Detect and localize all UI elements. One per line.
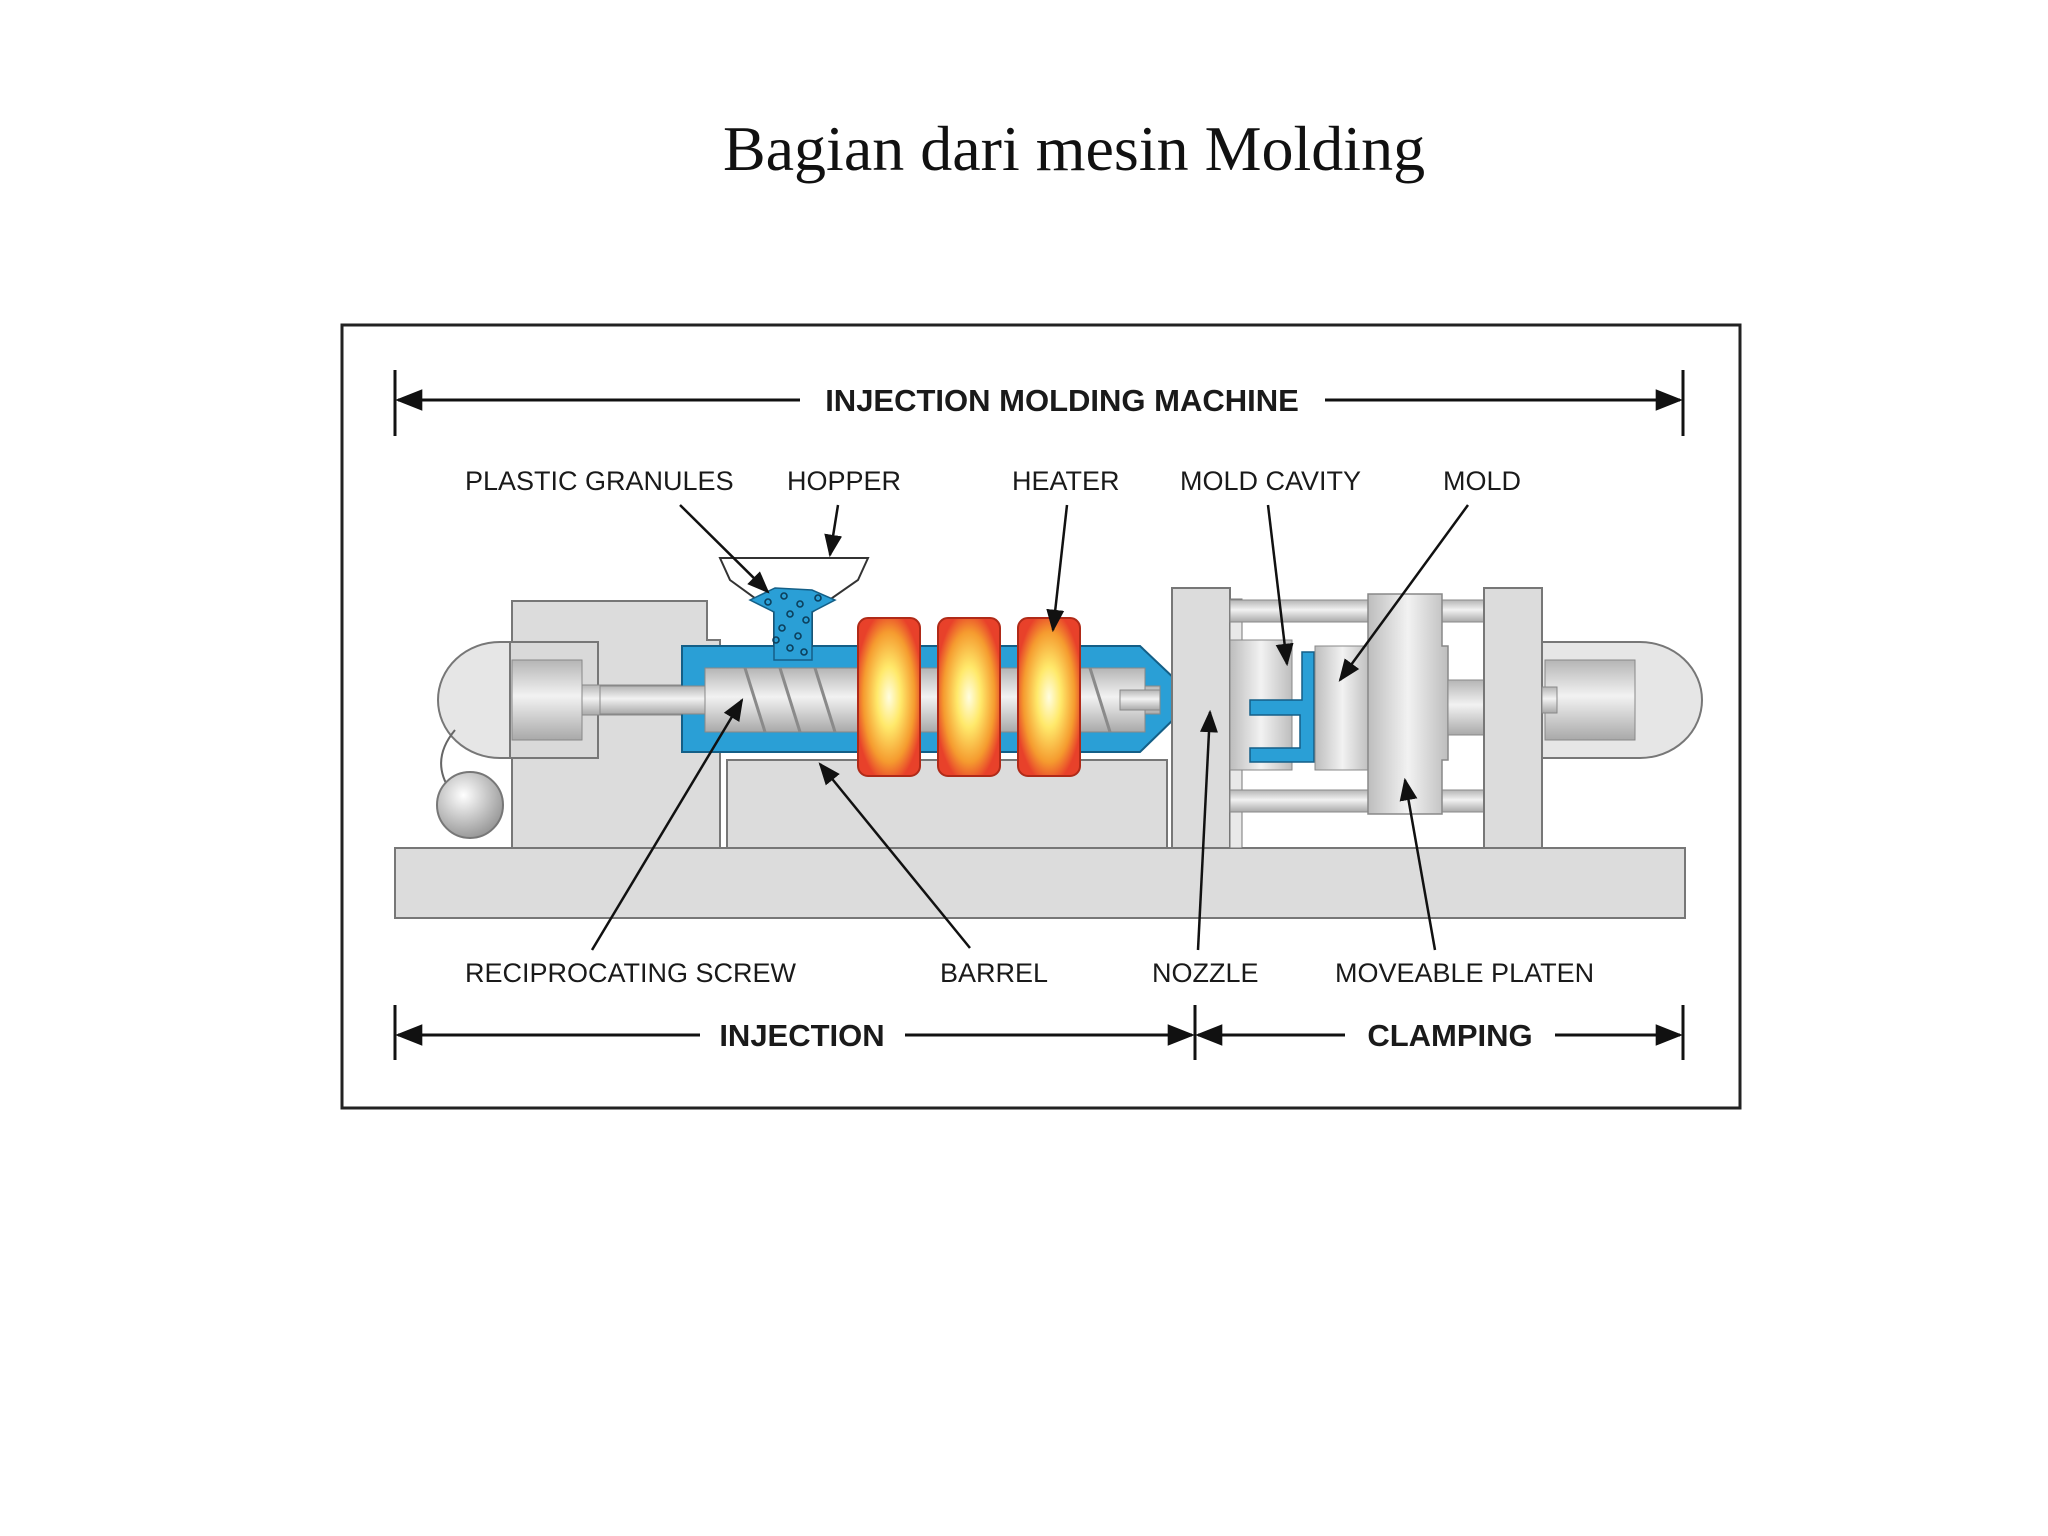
machine-base — [394, 847, 1686, 919]
fixed-platen — [1171, 587, 1231, 849]
label-reciprocating-screw: RECIPROCATING SCREW — [465, 958, 797, 988]
section-label-injection: INJECTION — [719, 1018, 884, 1053]
label-moveable-platen: MOVEABLE PLATEN — [1335, 958, 1594, 988]
label-barrel: BARREL — [940, 958, 1048, 988]
page-title: Bagian dari mesin Molding — [722, 113, 1426, 184]
mold-cavity — [1249, 651, 1315, 763]
label-mold-cavity: MOLD CAVITY — [1180, 466, 1361, 496]
rear-platen — [1483, 587, 1543, 849]
section-dimension-lines — [393, 1005, 1685, 1060]
plastic-granules — [764, 592, 822, 656]
section-label-clamping: CLAMPING — [1367, 1018, 1532, 1053]
injection-cylinder — [437, 641, 511, 759]
moveable-platen — [1367, 593, 1449, 815]
callout-arrows — [590, 504, 1470, 951]
heater-bands — [857, 617, 1081, 777]
machine-header-label: INJECTION MOLDING MACHINE — [825, 383, 1299, 418]
label-nozzle: NOZZLE — [1152, 958, 1259, 988]
label-plastic-granules: PLASTIC GRANULES — [465, 466, 734, 496]
label-mold: MOLD — [1443, 466, 1521, 496]
hydraulic-ball — [436, 771, 504, 839]
label-hopper: HOPPER — [787, 466, 901, 496]
clamping-cylinder — [1541, 641, 1703, 759]
machine-dimension-line — [393, 370, 1685, 436]
label-heater: HEATER — [1012, 466, 1120, 496]
